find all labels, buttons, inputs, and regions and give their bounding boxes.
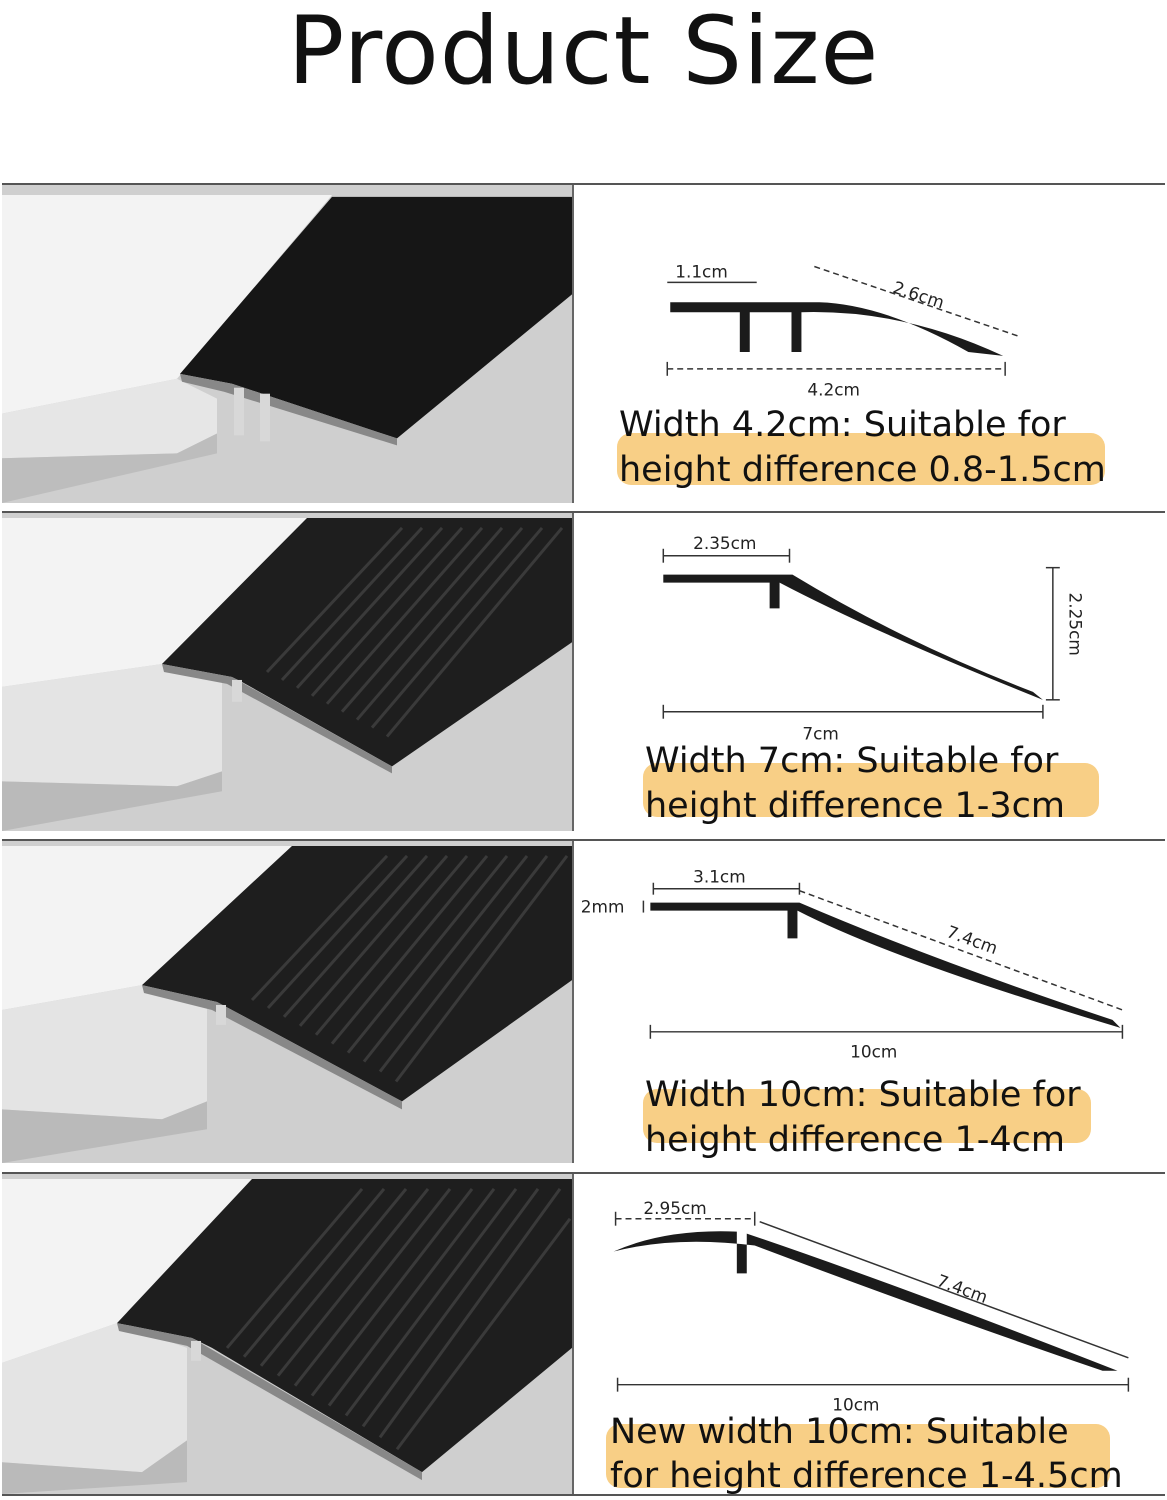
product-photo-2 xyxy=(2,513,574,831)
dim-top-left-4: 2.95cm xyxy=(643,1198,706,1218)
caption-3-line-1: Width 10cm: Suitable for xyxy=(645,1075,1081,1115)
caption-highlight-2 xyxy=(643,763,1099,817)
dim-width-4: 10cm xyxy=(832,1395,879,1415)
caption-2-line-2: height difference 1-3cm xyxy=(645,786,1066,826)
dim-height-2: 2.25cm xyxy=(1066,593,1086,656)
product-row-4: 2.95cm 7.4cm 10cm New width 10cm: Suitab… xyxy=(2,1172,1165,1496)
caption-4-line-1: New width 10cm: Suitable xyxy=(610,1412,1069,1452)
dim-slope-4: 7.4cm xyxy=(934,1270,990,1307)
page-title: Product Size xyxy=(287,0,880,106)
dim-top-left-3: 3.1cm xyxy=(693,867,746,887)
dim-width-3: 10cm xyxy=(850,1042,897,1062)
product-row-3: 2mm 3.1cm 7.4cm 10cm Width 10cm: Suitabl… xyxy=(2,839,1165,1163)
profile-diagram-2: 2.35cm 2.25cm 7cm xyxy=(574,513,1165,831)
caption-highlight-4 xyxy=(606,1424,1110,1488)
caption-2-line-1: Width 7cm: Suitable for xyxy=(645,741,1059,781)
caption-1-line-1: Width 4.2cm: Suitable for xyxy=(619,405,1066,445)
dim-slope-3: 7.4cm xyxy=(944,921,1000,958)
product-photo-3 xyxy=(2,841,574,1163)
dim-thickness-3: 2mm xyxy=(581,897,625,917)
product-photo-1 xyxy=(2,185,574,503)
product-row-2: 2.35cm 2.25cm 7cm Width 7cm: Suitable fo… xyxy=(2,511,1165,831)
dim-width-1: 4.2cm xyxy=(807,380,860,400)
profile-diagram-1: 1.1cm 2.6cm 4.2cm xyxy=(574,185,1165,503)
caption-1-line-2: height difference 0.8-1.5cm xyxy=(619,450,1106,490)
profile-diagram-3: 2mm 3.1cm 7.4cm 10cm xyxy=(574,841,1165,1163)
caption-3-line-2: height difference 1-4cm xyxy=(645,1120,1066,1160)
caption-highlight-3 xyxy=(643,1089,1091,1143)
profile-diagram-4: 2.95cm 7.4cm 10cm xyxy=(574,1174,1165,1494)
product-photo-4 xyxy=(2,1174,574,1494)
caption-4-line-2: for height difference 1-4.5cm xyxy=(610,1456,1123,1496)
dim-top-left-1: 1.1cm xyxy=(675,261,728,281)
dim-slope-1: 2.6cm xyxy=(891,277,947,312)
dim-width-2: 7cm xyxy=(802,724,838,744)
dim-top-left-2: 2.35cm xyxy=(693,533,756,553)
product-row-1: 1.1cm 2.6cm 4.2cm Width 4.2cm: Suitable … xyxy=(2,183,1165,503)
bottom-border xyxy=(2,1494,1165,1496)
caption-highlight-1 xyxy=(617,433,1105,485)
